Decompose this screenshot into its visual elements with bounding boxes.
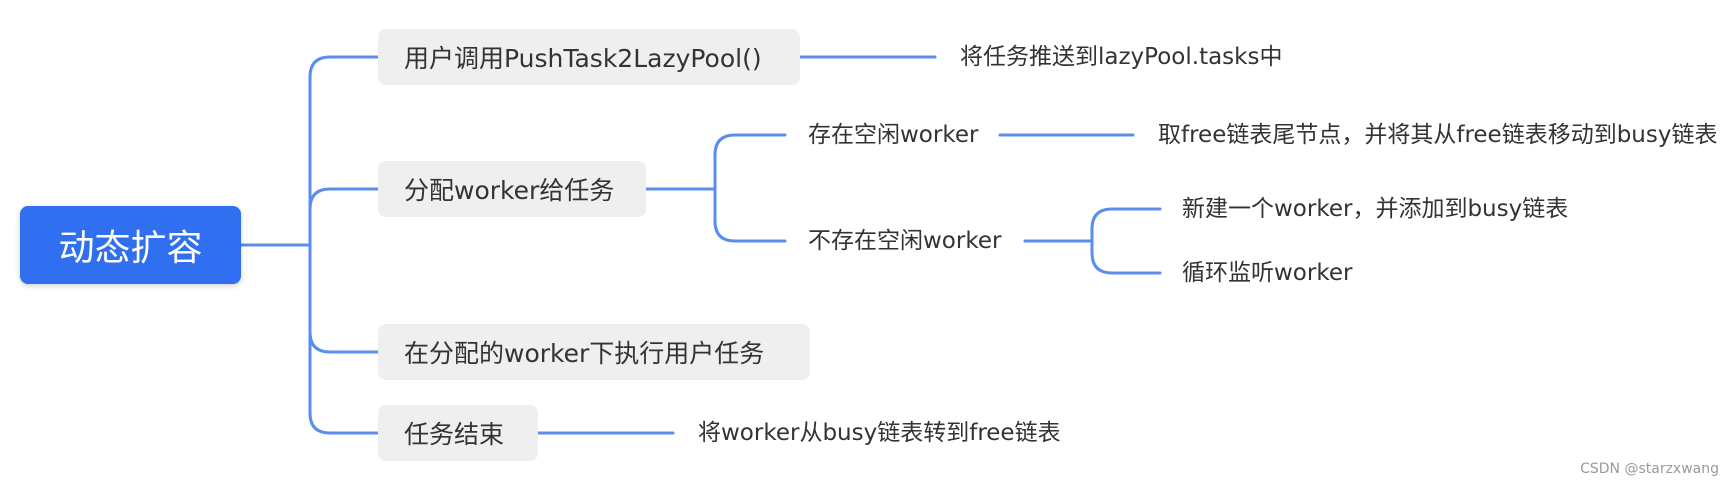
branch-end-label: 任务结束 xyxy=(404,420,505,449)
branch-assign-label: 分配worker给任务 xyxy=(404,176,615,205)
subbranch-noidle: 不存在空闲worker xyxy=(808,228,1002,254)
branch-push-label: 用户调用PushTask2LazyPool() xyxy=(404,44,762,73)
root-label: 动态扩容 xyxy=(58,228,203,269)
leaf-idle-child: 取free链表尾节点，并将其从free链表移动到busy链表 xyxy=(1158,122,1718,148)
connector-trunk-exec xyxy=(308,330,380,354)
leaf-noidle-child-2: 循环监听worker xyxy=(1182,260,1353,286)
subbranch-idle: 存在空闲worker xyxy=(808,122,979,148)
branch-assign: 分配worker给任务 xyxy=(378,161,646,217)
branch-push: 用户调用PushTask2LazyPool() xyxy=(378,29,800,85)
branch-end: 任务结束 xyxy=(378,405,538,461)
leaf-end-child: 将worker从busy链表转到free链表 xyxy=(698,420,1061,446)
root-node: 动态扩容 xyxy=(20,206,241,284)
connector-noidle-children xyxy=(1090,207,1162,275)
branch-exec-label: 在分配的worker下执行用户任务 xyxy=(404,339,765,368)
leaf-noidle-child-1: 新建一个worker，并添加到busy链表 xyxy=(1182,196,1569,222)
watermark: CSDN @starzxwang xyxy=(1580,461,1719,477)
connector-trunk-top xyxy=(308,55,380,247)
leaf-push-child: 将任务推送到lazyPool.tasks中 xyxy=(960,44,1283,70)
connector-assign-idle xyxy=(713,133,787,243)
connector-trunk-end xyxy=(308,243,380,435)
connector-trunk-assign xyxy=(308,187,380,211)
branch-exec: 在分配的worker下执行用户任务 xyxy=(378,324,810,380)
